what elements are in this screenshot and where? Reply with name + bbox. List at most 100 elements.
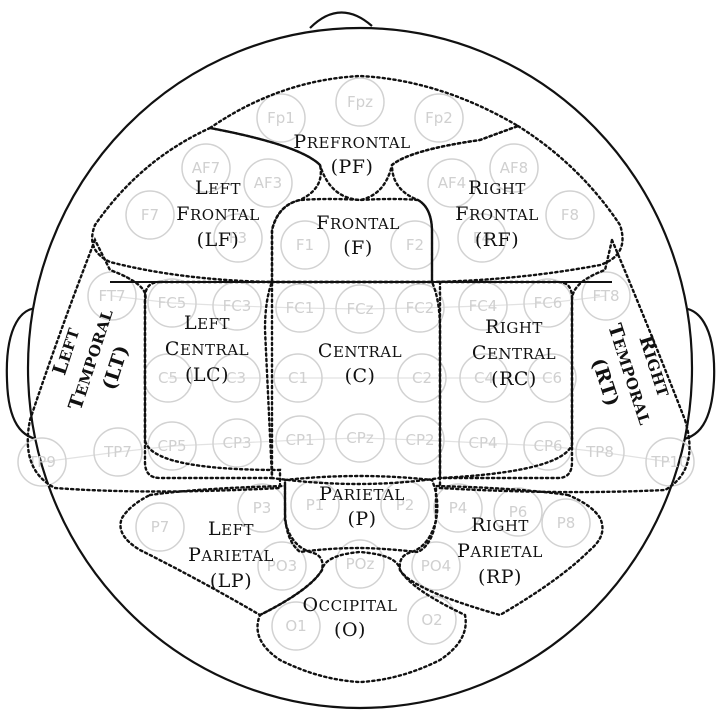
label-central: CENTRAL (C) [318,340,402,387]
label-parietal: PARIETAL (P) [319,483,405,530]
electrode-c4: C4 [459,353,509,403]
svg-text:FRONTAL: FRONTAL [316,212,399,234]
svg-text:C6: C6 [542,369,562,387]
svg-text:P1: P1 [306,496,325,514]
electrode-p7: P7 [135,502,185,552]
electrode-fcz: FCz [335,284,385,334]
svg-text:C3: C3 [226,369,246,387]
electrode-o2: O2 [407,595,457,645]
svg-text:FC1: FC1 [286,299,315,317]
electrode-p2: P2 [380,480,430,530]
svg-text:(RF): (RF) [475,229,519,251]
electrode-af7: AF7 [181,143,231,193]
electrode-p1: P1 [290,480,340,530]
svg-text:(LF): (LF) [197,229,240,251]
svg-text:Fpz: Fpz [347,93,373,111]
region-parietal-outline [283,474,439,554]
svg-text:FRONTAL: FRONTAL [455,203,538,225]
electrode-ft8: FT8 [581,271,631,321]
svg-text:P8: P8 [557,514,576,532]
electrode-fp2: Fp2 [414,93,464,143]
electrode-f4: F4 [457,213,507,263]
electrode-link [299,307,361,310]
svg-text:CP1: CP1 [285,431,314,449]
svg-text:C1: C1 [288,369,308,387]
electrode-c6: C6 [527,353,577,403]
label-left-central: LEFT CENTRAL (LC) [165,312,249,386]
electrode-link [419,305,484,309]
svg-text:AF7: AF7 [192,159,220,177]
region-central-outline [263,280,442,486]
svg-text:RIGHT: RIGHT [485,316,543,338]
electrode-f1: F1 [280,220,330,270]
svg-text:LEFT: LEFT [48,325,84,378]
svg-text:LEFT: LEFT [195,177,241,199]
electrode-o1: O1 [271,601,321,651]
nose [309,11,373,29]
svg-text:P7: P7 [151,518,170,536]
svg-text:AF8: AF8 [500,159,528,177]
svg-text:CP4: CP4 [468,434,497,452]
svg-text:(P): (P) [347,508,376,530]
svg-text:LEFT: LEFT [208,518,254,540]
svg-text:PO3: PO3 [267,557,297,575]
electrode-fpz: Fpz [335,77,385,127]
electrode-link [41,451,119,463]
label-prefrontal: PREFRONTAL (PF) [293,131,410,178]
svg-text:CP3: CP3 [222,434,251,452]
region-right-central-outline [438,280,574,480]
svg-text:F3: F3 [229,229,247,247]
svg-text:AF3: AF3 [254,174,282,192]
svg-text:FC4: FC4 [469,297,498,315]
svg-text:(F): (F) [343,237,373,259]
electrode-f2: F2 [390,220,440,270]
svg-text:C2: C2 [412,369,432,387]
electrode-link [419,439,484,444]
electrode-link [236,305,301,309]
svg-text:CP2: CP2 [405,431,434,449]
svg-text:TP10: TP10 [650,453,688,471]
svg-text:FT8: FT8 [592,287,619,305]
electrode-f8: F8 [545,190,595,240]
electrode-f3: F3 [213,213,263,263]
svg-text:FC3: FC3 [223,297,252,315]
svg-text:RIGHT: RIGHT [471,514,529,536]
head-outline [26,26,694,710]
electrode-c1: C1 [273,353,323,403]
svg-text:F4: F4 [473,229,491,247]
svg-text:(RC): (RC) [491,368,537,390]
svg-text:CP5: CP5 [157,437,186,455]
electrode-po3: PO3 [257,541,307,591]
svg-text:FC6: FC6 [534,294,563,312]
electrode-link [299,437,361,441]
electrode-c2: C2 [397,353,447,403]
svg-text:F8: F8 [561,206,579,224]
electrode-p8: P8 [541,498,591,548]
electrode-link [359,307,421,310]
electrode-link [599,451,671,463]
electrode-link [547,295,607,304]
svg-text:PARIETAL: PARIETAL [319,483,405,505]
electrode-p4: P4 [433,483,483,533]
svg-text:CENTRAL: CENTRAL [472,342,556,364]
region-right-parietal-outline [398,484,604,617]
electrode-af4: AF4 [427,158,477,208]
electrode-f7: F7 [125,190,175,240]
svg-text:Fp2: Fp2 [425,109,453,127]
svg-text:P3: P3 [253,499,272,517]
electrode-link [482,302,549,307]
svg-text:CENTRAL: CENTRAL [318,340,402,362]
svg-text:(PF): (PF) [331,156,374,178]
electrode-tp8: TP8 [575,427,625,477]
region-occipital-outline [256,550,467,684]
electrode-link [236,439,301,444]
electrode-af8: AF8 [489,143,539,193]
label-left-frontal: LEFT FRONTAL (LF) [176,177,259,251]
svg-text:C5: C5 [158,369,178,387]
electrode-link [482,442,549,447]
electrode-cp1: CP1 [275,415,325,465]
svg-text:(LP): (LP) [210,570,252,592]
electrode-cpz: CPz [335,413,385,463]
electrode-link [359,437,421,441]
svg-text:(O): (O) [334,619,366,641]
